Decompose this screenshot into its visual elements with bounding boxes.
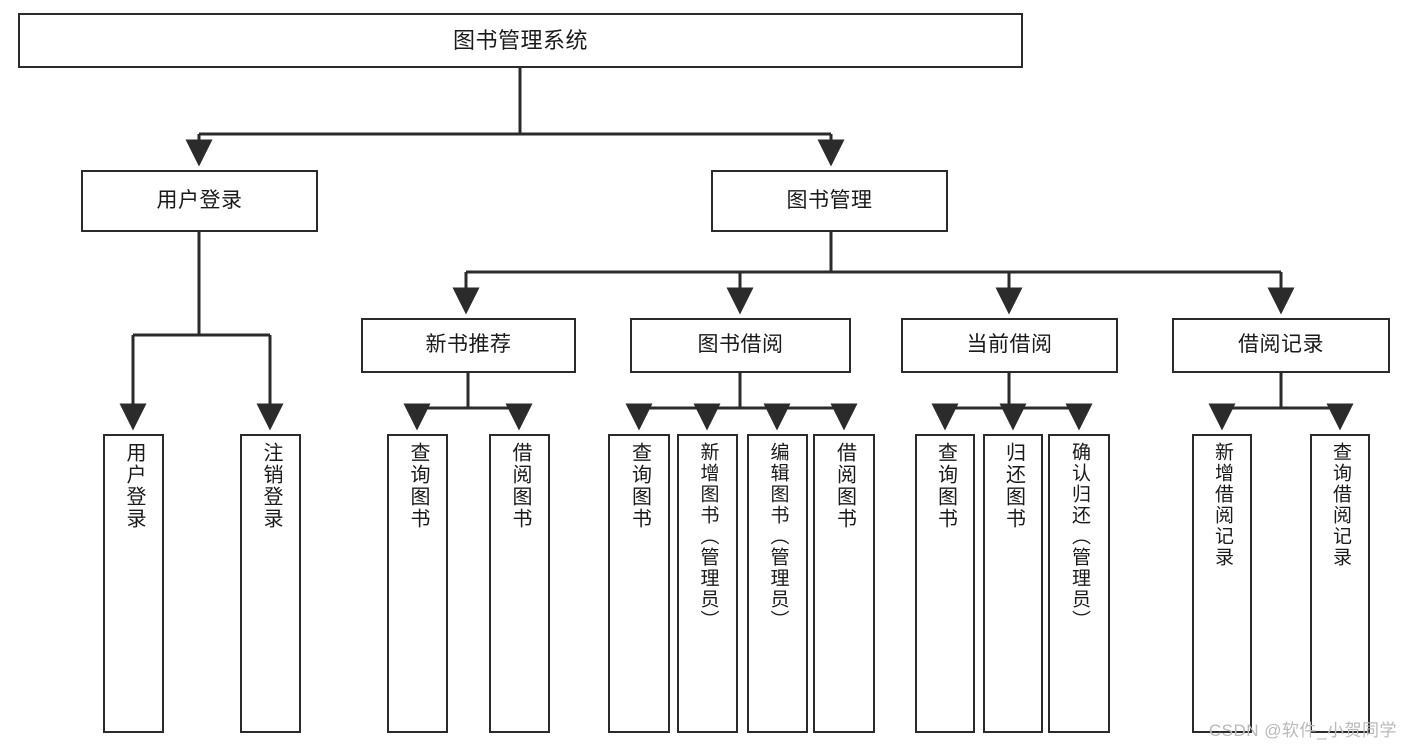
- watermark-text: CSDN @软件_小贺同学: [1208, 721, 1397, 740]
- node-leaf-confirm-return-admin-label: 确认归还（管理员）: [1068, 442, 1090, 631]
- node-root-label: 图书管理系统: [452, 27, 588, 53]
- node-leaf-query-borrow-record-label: 查询借阅记录: [1329, 442, 1351, 568]
- node-leaf-add-book-admin-label: 新增图书（管理员）: [697, 442, 719, 631]
- node-leaf-edit-book-admin[interactable]: 编辑图书（管理员）: [747, 434, 808, 733]
- node-leaf-user-login[interactable]: 用户登录: [103, 434, 164, 733]
- node-leaf-query-book-1[interactable]: 查询图书: [387, 434, 448, 733]
- node-leaf-query-book-3-label: 查询图书: [934, 442, 957, 530]
- node-borrow-record-label: 借阅记录: [1238, 333, 1324, 357]
- node-root[interactable]: 图书管理系统: [18, 13, 1023, 68]
- node-book-borrow[interactable]: 图书借阅: [630, 318, 851, 373]
- node-leaf-confirm-return-admin[interactable]: 确认归还（管理员）: [1048, 434, 1110, 733]
- node-leaf-query-book-1-label: 查询图书: [407, 442, 429, 530]
- node-leaf-add-borrow-record-label: 新增借阅记录: [1211, 442, 1233, 568]
- node-book-management-label: 图书管理: [786, 188, 873, 212]
- node-leaf-add-book-admin[interactable]: 新增图书（管理员）: [677, 434, 738, 733]
- node-leaf-query-borrow-record[interactable]: 查询借阅记录: [1310, 434, 1370, 733]
- node-leaf-borrow-book-1[interactable]: 借阅图书: [489, 434, 550, 733]
- node-leaf-borrow-book-1-label: 借阅图书: [509, 442, 531, 530]
- node-book-management[interactable]: 图书管理: [711, 170, 948, 232]
- node-leaf-borrow-book-2-label: 借阅图书: [833, 442, 856, 530]
- node-current-borrow-label: 当前借阅: [966, 333, 1053, 357]
- node-user-login[interactable]: 用户登录: [81, 170, 318, 232]
- node-leaf-return-book[interactable]: 归还图书: [983, 434, 1043, 733]
- node-leaf-logout-login[interactable]: 注销登录: [240, 434, 301, 733]
- node-leaf-edit-book-admin-label: 编辑图书（管理员）: [767, 442, 789, 631]
- node-leaf-query-book-2[interactable]: 查询图书: [608, 434, 670, 733]
- node-current-borrow[interactable]: 当前借阅: [901, 318, 1118, 373]
- node-leaf-query-book-2-label: 查询图书: [628, 442, 651, 530]
- node-book-borrow-label: 图书借阅: [697, 333, 784, 357]
- node-leaf-logout-login-label: 注销登录: [260, 442, 282, 530]
- node-borrow-record[interactable]: 借阅记录: [1172, 318, 1390, 373]
- node-user-login-label: 用户登录: [156, 188, 243, 212]
- node-leaf-add-borrow-record[interactable]: 新增借阅记录: [1192, 434, 1252, 733]
- node-leaf-return-book-label: 归还图书: [1002, 442, 1025, 530]
- node-new-book-recommend-label: 新书推荐: [425, 333, 512, 357]
- node-leaf-borrow-book-2[interactable]: 借阅图书: [813, 434, 875, 733]
- node-leaf-query-book-3[interactable]: 查询图书: [915, 434, 975, 733]
- node-leaf-user-login-label: 用户登录: [123, 442, 145, 530]
- node-new-book-recommend[interactable]: 新书推荐: [361, 318, 576, 373]
